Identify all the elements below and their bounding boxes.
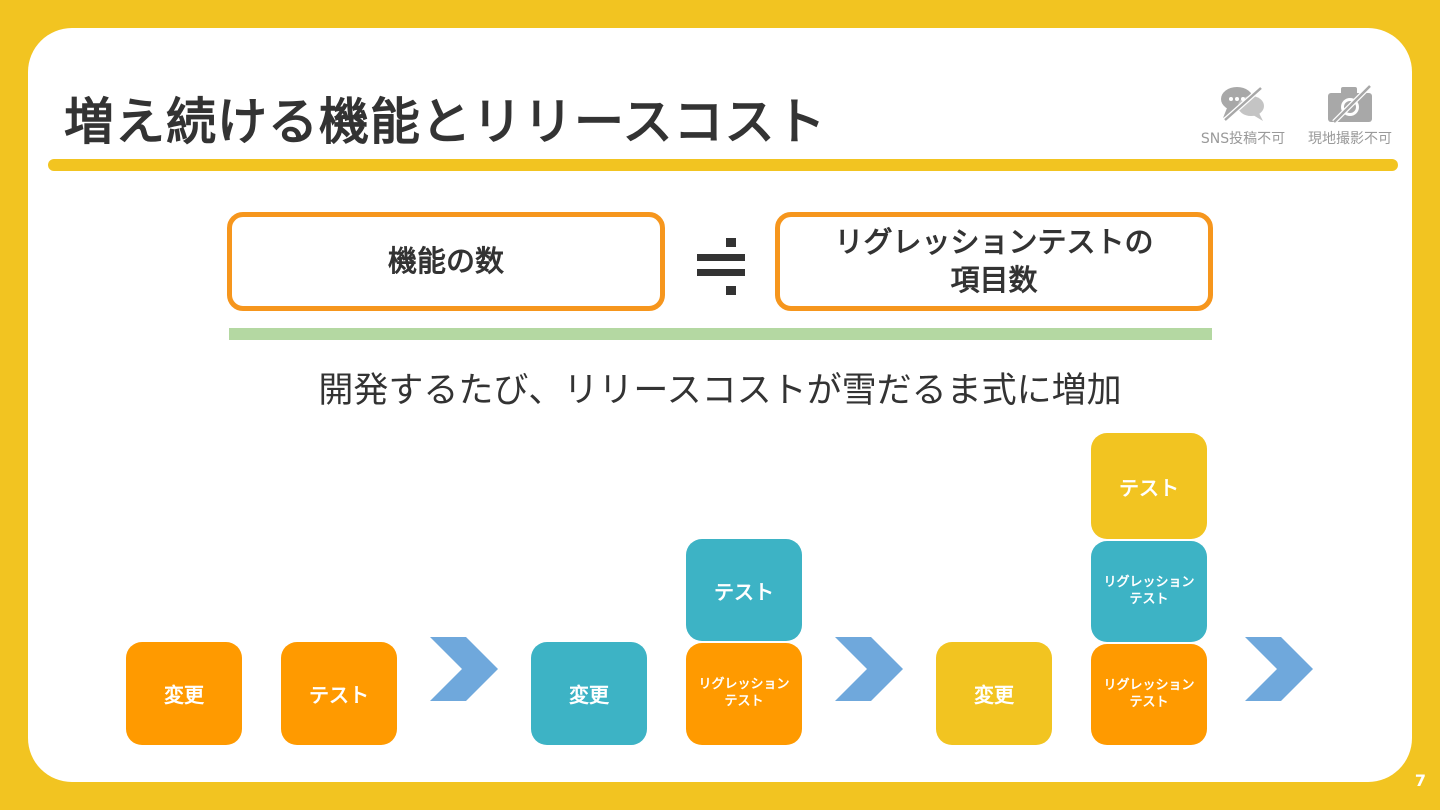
title-underline: [48, 159, 1398, 171]
feature-count-label: 機能の数: [387, 243, 504, 278]
notice-label: SNS投稿不可: [1200, 131, 1286, 147]
test-block: テスト: [281, 642, 397, 745]
summary-text: 開発するたび、リリースコストが雪だるま式に増加: [318, 371, 1122, 411]
approximately-equal-icon: [697, 238, 745, 296]
divider-rule: [229, 328, 1212, 340]
notice-label: 現地撮影不可: [1308, 131, 1392, 147]
regression-test-block: リグレッション テスト: [1091, 644, 1207, 745]
regression-test-block: リグレッション テスト: [1091, 541, 1207, 642]
no-camera-icon: [1328, 84, 1372, 124]
test-block: テスト: [1091, 433, 1207, 539]
block-label: 変更: [164, 683, 204, 707]
block-label: テスト: [1119, 475, 1179, 500]
block-label: テスト: [714, 579, 774, 604]
block-label: 変更: [569, 683, 609, 707]
block-label: リグレッション テスト: [1103, 574, 1195, 607]
block-label: 変更: [974, 683, 1014, 707]
no-photo-notice: 現地撮影不可: [1300, 84, 1400, 148]
block-label: リグレッション テスト: [1103, 677, 1195, 710]
block-label: リグレッション テスト: [698, 677, 790, 709]
slide-title: 増え続ける機能とリリースコスト: [64, 93, 827, 151]
no-sns-notice: SNS投稿不可: [1193, 84, 1293, 148]
change-block: 変更: [531, 642, 647, 745]
regression-items-label: リグレッションテストの 項目数: [834, 224, 1154, 297]
block-label: テスト: [309, 683, 369, 707]
change-block: 変更: [936, 642, 1052, 745]
no-chat-icon: [1221, 86, 1264, 122]
regression-items-box: リグレッションテストの 項目数: [775, 212, 1213, 311]
chevron-right-icon: [430, 637, 498, 701]
test-block: テスト: [686, 539, 802, 641]
regression-test-block: リグレッション テスト: [686, 643, 802, 745]
chevron-right-icon: [1245, 637, 1313, 701]
chevron-right-icon: [835, 637, 903, 701]
feature-count-box: 機能の数: [227, 212, 665, 311]
page-number: 7: [1414, 771, 1426, 790]
change-block: 変更: [126, 642, 242, 745]
